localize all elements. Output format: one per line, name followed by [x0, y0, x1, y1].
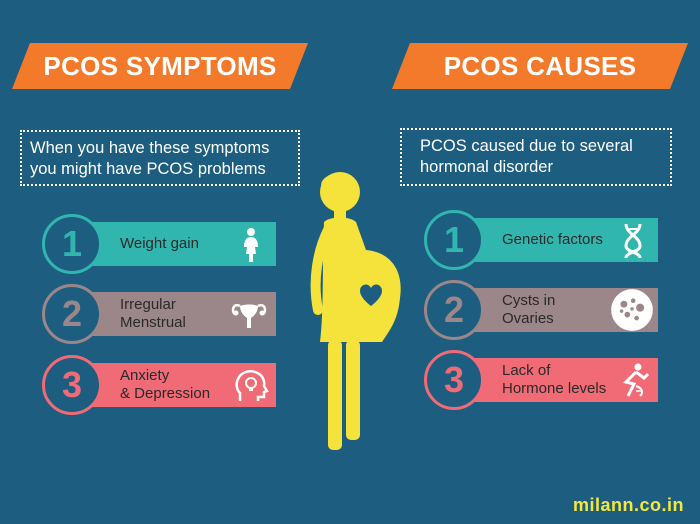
symptoms-title-banner: PCOS SYMPTOMS: [12, 43, 308, 89]
cause-label-line1: Genetic factors: [502, 231, 603, 248]
symptom-item: 1 Weight gain: [42, 214, 276, 274]
symptom-label: Anxiety & Depression: [120, 363, 210, 407]
cause-item: 3 Lack of Hormone levels: [424, 350, 658, 410]
symptom-label: Irregular Menstrual: [120, 292, 186, 336]
symptom-bar: [72, 222, 276, 266]
heart-icon: [360, 284, 382, 306]
symptoms-intro-line2: you might have PCOS problems: [30, 160, 266, 178]
cause-label-line2: Hormone levels: [502, 380, 607, 397]
cause-label-line1: Lack of: [502, 362, 551, 379]
symptom-label-line1: Anxiety: [120, 367, 170, 384]
causes-title-banner: PCOS CAUSES: [392, 43, 688, 89]
causes-title: PCOS CAUSES: [443, 50, 637, 81]
causes-intro-box: PCOS caused due to several hormonal diso…: [400, 128, 672, 186]
symptom-label: Weight gain: [120, 222, 199, 266]
symptom-item: 2 Irregular Menstrual: [42, 284, 276, 344]
symptom-bar: [72, 292, 276, 336]
cause-number: 1: [424, 210, 484, 270]
hormone-figure-icon: [623, 363, 650, 397]
causes-intro-line1: PCOS caused due to several: [420, 137, 633, 155]
cause-bar: [454, 358, 658, 402]
causes-intro-line2: hormonal disorder: [420, 158, 553, 176]
symptom-number: 3: [42, 355, 102, 415]
symptoms-title: PCOS SYMPTOMS: [43, 50, 277, 81]
cause-item: 2 Cysts in Ovaries: [424, 280, 658, 340]
cause-bar: [454, 218, 658, 262]
cause-item: 1 Genetic factors: [424, 210, 658, 270]
cyst-cells-icon: [611, 289, 653, 331]
cause-label-line1: Cysts in: [502, 292, 556, 309]
woman-figure-icon: [244, 228, 258, 262]
symptom-label-line2: & Depression: [120, 385, 211, 402]
symptom-label-line2: Menstrual: [120, 314, 186, 331]
symptoms-intro-line1: When you have these symptoms: [30, 139, 270, 157]
cause-label: Genetic factors: [502, 218, 603, 262]
dna-icon: [624, 223, 642, 259]
head-lightbulb-icon: [235, 370, 269, 401]
cause-number: 2: [424, 280, 484, 340]
cause-label: Lack of Hormone levels: [502, 358, 606, 402]
symptom-label-line1: Irregular: [120, 296, 176, 313]
cause-label-line2: Ovaries: [502, 310, 554, 327]
pregnant-woman-illustration: [310, 172, 401, 450]
symptom-number: 2: [42, 284, 102, 344]
symptoms-intro-box: When you have these symptoms you might h…: [20, 130, 300, 186]
symptom-item: 3 Anxiety & Depression: [42, 355, 276, 415]
symptom-label-line1: Weight gain: [120, 235, 199, 252]
cause-number: 3: [424, 350, 484, 410]
watermark: milann.co.in: [572, 495, 684, 515]
symptom-number: 1: [42, 214, 102, 274]
cause-label: Cysts in Ovaries: [502, 288, 555, 332]
symptom-bar: [72, 363, 276, 407]
uterus-icon: [231, 303, 267, 328]
